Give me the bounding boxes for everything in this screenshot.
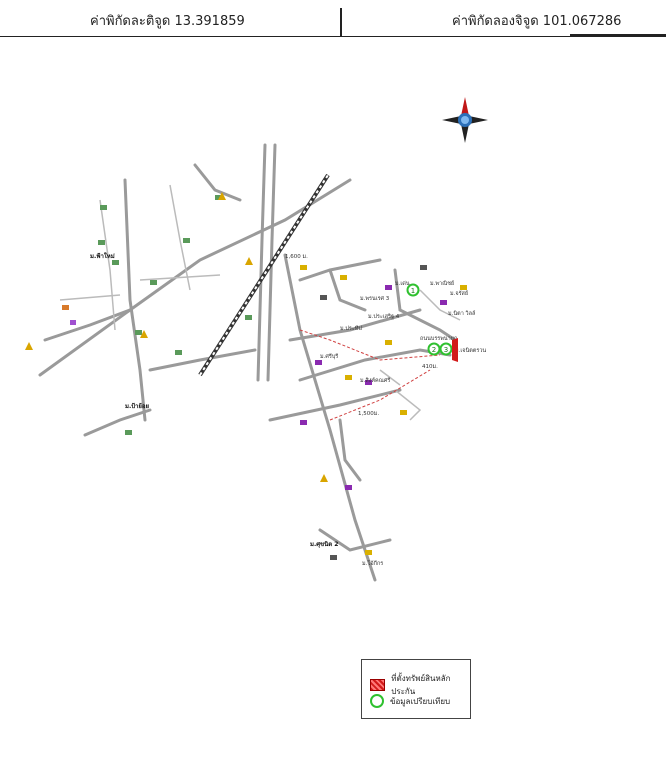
compass-rose-icon bbox=[442, 97, 488, 143]
village-label-panich: ม.พาณิชย์ bbox=[430, 280, 454, 287]
village-label-sukhanit: ม.ศุขนิต 2 bbox=[310, 540, 338, 548]
marker-number-2: 2 bbox=[432, 346, 436, 354]
minor-roads bbox=[59, 184, 461, 421]
site-swatch-icon bbox=[370, 679, 386, 691]
legend-comparable-label: ข้อมูลเปรียบเทียบ bbox=[390, 696, 451, 706]
village-label-pornnares: ม.พรนเรศ 3 bbox=[360, 295, 390, 302]
map-legend: ที่ตั้งทรัพย์สินหลักประกัน ข้อมูลเปรียบเ… bbox=[361, 659, 471, 719]
landmark-icons bbox=[62, 195, 467, 560]
distance-label-410: 410ม. bbox=[422, 364, 438, 370]
village-label-pa-yoi: ม.ป้าย้อย bbox=[125, 402, 150, 410]
village-label-jarat: ม.จรัสย์ bbox=[450, 290, 468, 297]
distance-lines bbox=[299, 329, 441, 421]
temple-icons bbox=[25, 192, 328, 482]
comparable-marker-1[interactable]: 1 bbox=[406, 283, 420, 297]
marker-number-1: 1 bbox=[411, 287, 415, 295]
village-label-okikorn: ม.โอ้กีกร bbox=[362, 559, 383, 567]
road-network bbox=[38, 143, 457, 582]
location-map[interactable]: ม.ฟ้าใหม่ ม.ป้าย้อย ม.เด่น ม.พาณิชย์ ม.พ… bbox=[0, 40, 666, 640]
village-label-prasert: ม.ประเสริฐ 4 bbox=[368, 313, 400, 320]
coordinates-header: ค่าพิกัดละติจูด 13.391859 ค่าพิกัดลองจิจ… bbox=[0, 0, 666, 37]
marker-number-3: 3 bbox=[444, 346, 448, 354]
village-label-den: ม.เด่น bbox=[395, 281, 410, 287]
comparable-marker-3[interactable]: 3 bbox=[439, 342, 453, 356]
village-label-nita: ม.นิตา วิลล์ bbox=[448, 310, 475, 317]
subject-site-marker[interactable] bbox=[452, 338, 458, 362]
village-label-fah-mai: ม.ฟ้าใหม่ bbox=[90, 252, 115, 260]
railway-line bbox=[198, 173, 330, 377]
village-label-prateep: ม.ประทีป bbox=[340, 325, 362, 332]
legend-site-label: ที่ตั้งทรัพย์สินหลักประกัน bbox=[391, 674, 451, 696]
distance-label-1500: 1,500ม. bbox=[358, 411, 379, 417]
latitude-text: ค่าพิกัดละติจูด 13.391859 bbox=[90, 14, 245, 29]
header-divider bbox=[340, 8, 342, 36]
longitude-text: ค่าพิกัดลองจิจูด 101.067286 bbox=[452, 14, 622, 29]
village-label-singkhanasri: ม.สิงห์คณศรี bbox=[360, 377, 390, 384]
village-label-sriburi: ม.ศรีบุรี bbox=[320, 353, 338, 360]
header-rule-tail bbox=[570, 34, 666, 36]
legend-item-site: ที่ตั้งทรัพย์สินหลักประกัน bbox=[370, 672, 470, 698]
distance-label-1600: 1,600 ม. bbox=[285, 254, 308, 260]
legend-item-comparable: ข้อมูลเปรียบเทียบ bbox=[370, 694, 450, 708]
comparable-circle-icon bbox=[370, 694, 384, 708]
site-label: ม.เจนิตตรวน bbox=[455, 347, 486, 354]
road-label-main: ถนนบรรพนายก bbox=[420, 336, 457, 342]
comparable-marker-2[interactable]: 2 bbox=[427, 342, 441, 356]
